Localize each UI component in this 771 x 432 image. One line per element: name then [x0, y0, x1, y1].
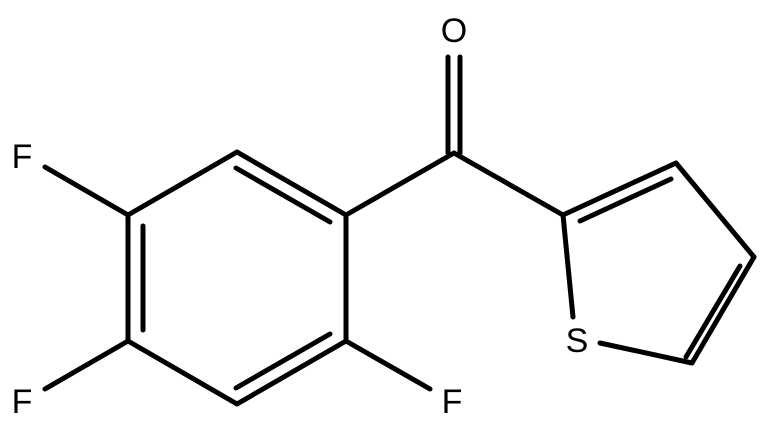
bonds [42, 54, 757, 407]
atom-sulfur: S [566, 322, 589, 360]
bond-ring-2 [125, 149, 240, 218]
bond-ring-1-inner [233, 165, 333, 225]
bond-th-c2c3-inner [577, 176, 674, 224]
bond-ring-5-inner [233, 331, 333, 391]
bond-th-c2c3 [560, 160, 679, 218]
bond-ring-5 [234, 338, 349, 407]
atom-oxygen: O [441, 12, 467, 50]
bond-cf-top [42, 164, 131, 218]
bond-carbonyl-thienyl [451, 150, 566, 218]
atom-fluorine-left: F [12, 383, 33, 421]
bond-ring-1 [234, 149, 349, 218]
bond-carbonyl-phenyl [343, 150, 457, 218]
atom-fluorine-top: F [12, 138, 33, 176]
bond-th-sc2 [560, 212, 576, 320]
bond-th-c4c5-inner [683, 263, 743, 360]
atom-labels: O S F F F [12, 12, 589, 421]
atom-fluorine-right: F [442, 383, 463, 421]
bond-th-c3c4 [673, 160, 757, 260]
bond-ring-4 [125, 338, 240, 407]
bond-th-c5s [597, 340, 695, 366]
bond-th-c4c5 [689, 254, 757, 366]
bond-cf-right [343, 338, 433, 392]
bond-cf-left [42, 338, 131, 392]
